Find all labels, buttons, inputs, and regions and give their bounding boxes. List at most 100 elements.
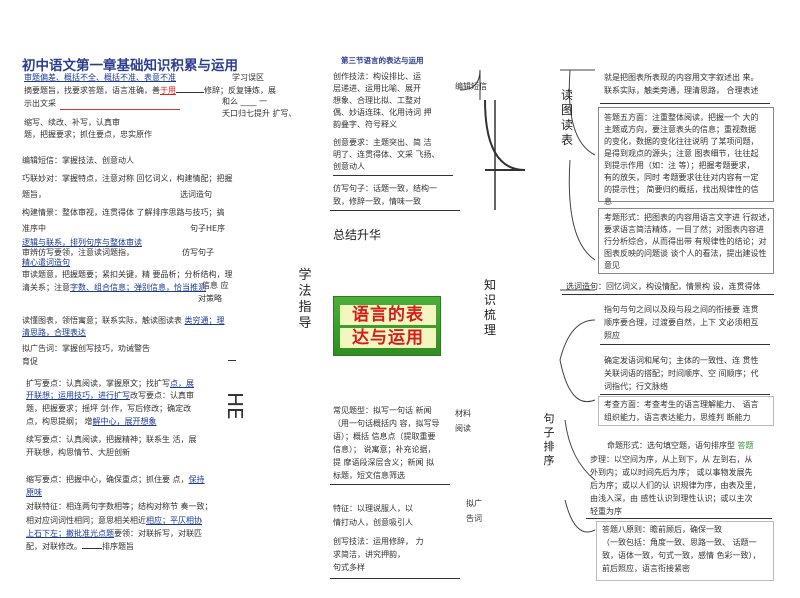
divider [330, 484, 450, 485]
text-line: 想象、合理比拟、工整对 [333, 96, 421, 105]
info-box [598, 208, 774, 274]
text-line: 构建情景：整体审视，连贯得体 了解排序思路与技巧；搞 [22, 208, 225, 217]
text-line: 韵叠字、符号释义 [333, 120, 397, 129]
sentence-order-label: 句子排序 [543, 412, 555, 467]
divider [586, 518, 772, 519]
text-line: 审题偏差、概括不全、概括不准、表意不准 [24, 73, 176, 82]
text-line: 的提示性； 简要归约概括，找出规律性的信 [604, 185, 759, 194]
divider [600, 394, 770, 395]
learn-guide-label: 学法指导 [298, 268, 312, 331]
text-line: 准序中 [22, 224, 46, 233]
text-line: 和么 ____ 一 [222, 97, 268, 106]
text-line: 创作技法：构设排比、运 [333, 72, 421, 81]
text-line: 开联想，构思情节、大胆创新 [26, 448, 130, 457]
side-label: 材料 [455, 409, 471, 418]
text-line: 关联词语的搭配；时间顺序、空 间顺序；代 [604, 369, 759, 378]
page-title: 初中语文第一章基础知识积累与运用 [22, 58, 238, 74]
text-line: 审读题意，把握题要；紧扣关键，精 要品析；分析结构，理 [22, 270, 233, 279]
text-line: 轻重为序 [590, 507, 622, 516]
highlight-text: 于用 [160, 86, 176, 95]
text-line: 提 摩语段深层含义；新闻 拟 [333, 458, 435, 467]
text-line: 扩写要点：认真阅读，掌握原文；找扩写 [26, 379, 170, 388]
bracket-connector [459, 69, 526, 210]
text-line: 创意动人 [333, 162, 365, 171]
highlight-text: 字数、组合信息；弹别信息，恰当推测 [70, 283, 206, 292]
text-line: 摘要题旨，找要求答题，语言准确，善 [24, 86, 160, 95]
section-title: 第三节语言的表达与运用 [341, 56, 424, 65]
text-line: 到提示作用（如：注 等）；把握考题要求， [604, 161, 755, 170]
text-line: 对联特征：相连两句字数相等；结构对称节 奏一致； [26, 502, 213, 511]
text-line: 组织能力，语言表达能力，思维判 断能力 [604, 413, 751, 422]
text-line: 句子HE序 [190, 224, 226, 233]
right-bracket [559, 69, 596, 533]
text-line: 读图读表 [150, 316, 182, 325]
divider [330, 210, 460, 211]
text-line: 育促 [22, 357, 38, 366]
text-line: 题旨， [22, 190, 46, 199]
text-line: 改写要点：认真审 [130, 391, 194, 400]
banner-line-2: 达与运用 [340, 328, 436, 348]
text-line: 创意要求：主题突出、简 洁 [333, 138, 432, 147]
text-line: 选词造句 [180, 190, 212, 199]
divider [562, 294, 774, 295]
text-line: 相对应词词性相同；意思相关相近 [26, 516, 146, 525]
text-line: 情打动人，创意吸引人 [333, 518, 413, 527]
text-line: 确定发语词和尾句；主体的一致性、连 贯性 [604, 356, 759, 365]
text-line: 仿写句子：话题一致，结构一 [333, 184, 437, 193]
text-line: 题，把握要求；摇坪 剑·作，写后修改；确定改 [26, 404, 192, 413]
text-line: 照应 [604, 331, 620, 340]
text-line: 缩写要点：把握中心，确保重点；抓住要 点， [26, 475, 189, 484]
red-connector [60, 109, 180, 110]
text-line: 意见 [604, 261, 620, 270]
text-line: 语）；概括 信息点（提取重要 [333, 432, 436, 441]
text-line: 考查方面：考查考生的语言理解能力、 语言 [604, 400, 759, 409]
divider [600, 103, 770, 104]
text-line: 由浅入深，由 感性认识到理性认识；或以主次 [590, 494, 753, 503]
text-line: 词指代；行文脉络 [604, 382, 668, 391]
divider [600, 344, 770, 345]
highlight-text: 答题 [735, 441, 754, 450]
text-line: 巧联妙对：掌握特点，注意对称 回忆词义，构建情配；把握 [22, 174, 233, 183]
text-line: 偶、妙语连珠、化用诗词 押 [333, 108, 432, 117]
knowledge-label: 知识梳理 [483, 278, 496, 337]
text-line: 题，把握要求；抓住要点，忠实原作 [24, 130, 152, 139]
text-line: 图表反映的问题谈 谈个人的看法，提出建设性 [604, 249, 767, 258]
text-line: 层递进、运用比喻、展开 [333, 84, 421, 93]
text-line: 明了、连贯得体、文采 飞扬、 [333, 150, 440, 159]
text-line: 要领：对联拆写，对联匹 [114, 529, 202, 538]
info-box [596, 521, 774, 581]
text-line: 逻辑与联系，排列句序与整体审读 [22, 238, 142, 247]
blank-line [82, 548, 102, 549]
text-line: 考题形式：把图表的内容用语言文字进 行叙述， [604, 213, 775, 222]
text-line: 编辑短信：掌握技法、创意动人 [22, 156, 134, 165]
highlight-text: 点，展 [170, 379, 194, 388]
highlight-text: 上石下左；撇批准光点题 [26, 529, 114, 538]
text-line: 信息）； 说寓意；补充论据， [333, 445, 436, 454]
text-line: 清思路，合理表达 [22, 328, 86, 337]
text-line: 致，语体一致，句式一致，感情 色彩一致）， [602, 551, 761, 560]
side-label: 编辑短信 [455, 82, 487, 91]
text-line: 创写技法：运用修辞， 力 [333, 537, 424, 546]
text-line: 读懂图表，领悟寓意；联系实际，触 [22, 316, 150, 325]
topic-banner: 语言的表 达与运用 [333, 296, 441, 356]
text-line: 命题形式：选句填空题，语句排序型 [607, 441, 735, 450]
side-label: 阅读 [455, 424, 471, 433]
highlight-text: 开联想；运用技巧，进行扩写 [26, 391, 130, 400]
text-line: 行分析综合，从而得出带 有规律性的结论；对 [604, 237, 767, 246]
text-line: 配，对联修改。 [26, 542, 82, 551]
dash [228, 360, 236, 361]
text-line: 审辨仿写要领，注意读词题指， [22, 248, 134, 257]
info-box [598, 396, 774, 426]
text-line: 后为序；或以人们的认 识规律为序，由表及里， [590, 481, 761, 490]
text-line: 仿写句子 [182, 248, 214, 257]
text-line: 要求语言简洁精炼，一目了然；对图表内容进 [604, 225, 764, 234]
text-line: 清关系；注意 [22, 283, 70, 292]
text-line: 夭口归七提升 扩写、 [222, 109, 297, 118]
text-line: 前后照应，语言衔接紧密 [602, 564, 690, 573]
highlight-text: 解中心，展开想象 [92, 417, 157, 426]
text-line: 主题或方向，要注意表头的信息；重视数据 [604, 125, 756, 134]
text-line: 息 [604, 197, 612, 206]
text-line: 示出文采 [24, 99, 56, 108]
banner-line-1: 语言的表 [340, 305, 436, 325]
text-line: 就是把图表所表现的内容用文字叙述出 来。 [604, 73, 759, 82]
